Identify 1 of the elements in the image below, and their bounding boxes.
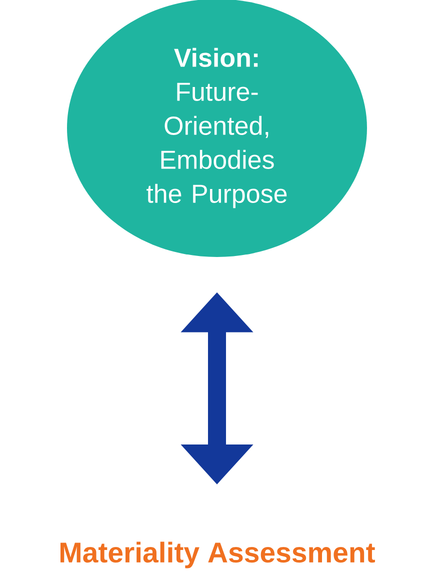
heading: Materiality Assessment — [60, 542, 375, 568]
